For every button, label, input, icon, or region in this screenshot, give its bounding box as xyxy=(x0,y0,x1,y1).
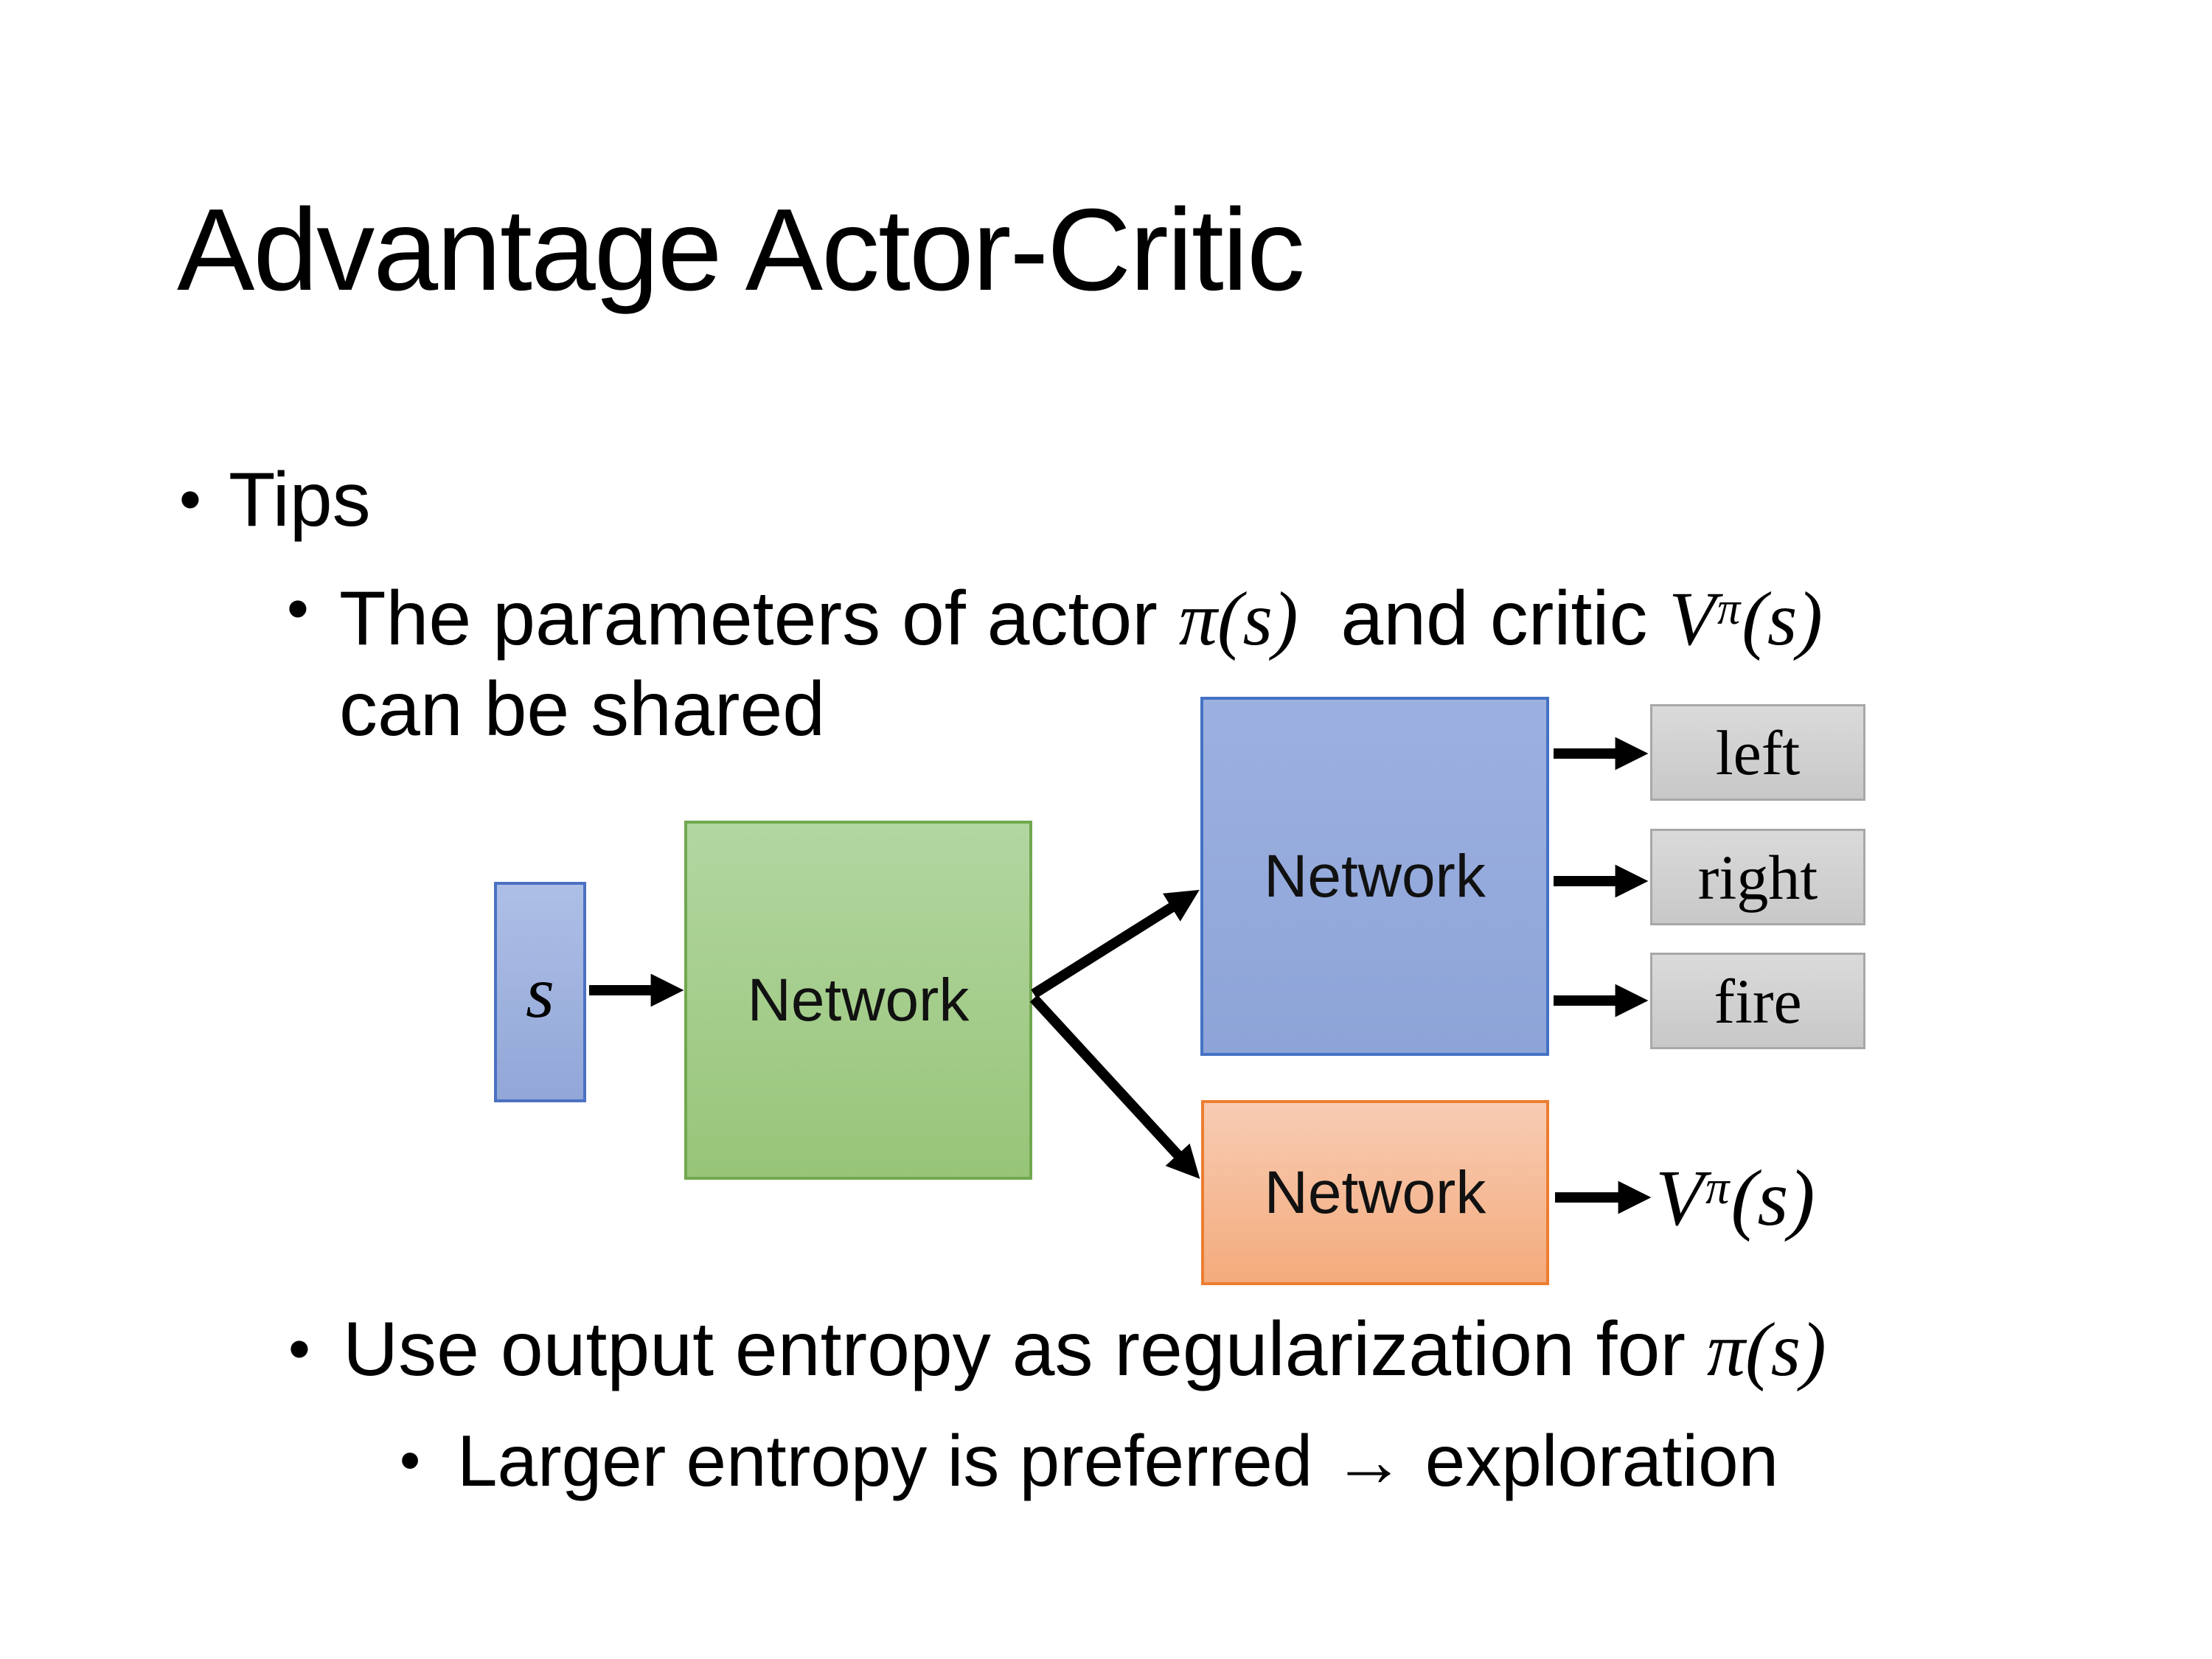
shared-params-line2: can be shared xyxy=(339,667,826,753)
math-v-pi-s: Vπ(s) xyxy=(1669,577,1823,661)
actor-network-label: Network xyxy=(1264,842,1486,910)
shared-network-box: Network xyxy=(684,821,1032,1180)
bullet-dot: • xyxy=(288,1314,310,1384)
actor-network-box: Network xyxy=(1200,697,1549,1056)
math-pi-s: π(s) xyxy=(1178,577,1298,662)
math-v: V xyxy=(1655,1155,1704,1242)
bullet-shared-params-text: The parameters of actor π(s) and critic … xyxy=(339,564,1823,754)
arrow-shared-to-actor xyxy=(1031,889,1200,998)
state-input-box: s xyxy=(494,882,586,1102)
output-right-label: right xyxy=(1697,841,1818,913)
bullet-dot: • xyxy=(400,1427,421,1494)
math-v: V xyxy=(1669,577,1716,662)
state-input-label: s xyxy=(526,951,554,1033)
slide-title: Advantage Actor-Critic xyxy=(177,185,1305,315)
bullet-larger-entropy-text: Larger entropy is preferred → exploratio… xyxy=(457,1420,1779,1501)
critic-network-box: Network xyxy=(1201,1100,1549,1285)
bullet-entropy-text: Use output entropy as regularization for… xyxy=(343,1304,1826,1395)
bullet-dot: • xyxy=(179,465,201,535)
bullet-shared-params: • The parameters of actor π(s) and criti… xyxy=(287,564,1823,754)
bullet-dot: • xyxy=(287,574,309,644)
value-output-label: Vπ(s) xyxy=(1655,1153,1815,1245)
bullet-tips: • Tips xyxy=(179,455,371,545)
output-fire-box: fire xyxy=(1650,953,1865,1049)
output-left-label: left xyxy=(1715,717,1801,788)
critic-network-label: Network xyxy=(1264,1158,1486,1226)
bullet-entropy-regularization: • Use output entropy as regularization f… xyxy=(288,1304,1826,1395)
bullet-larger-entropy: • Larger entropy is preferred → explorat… xyxy=(400,1418,1778,1503)
output-fire-label: fire xyxy=(1714,965,1802,1037)
output-left-box: left xyxy=(1650,704,1865,801)
shared-params-pre: The parameters of actor xyxy=(339,576,1179,662)
math-pi-superscript: π xyxy=(1705,1161,1730,1214)
shared-params-mid: and critic xyxy=(1298,576,1669,662)
arrow-shared-to-critic xyxy=(1029,995,1200,1179)
output-right-box: right xyxy=(1650,829,1865,925)
bullet-tips-label: Tips xyxy=(229,457,371,543)
math-paren-s: (s) xyxy=(1742,577,1823,662)
entropy-pre: Use output entropy as regularization for xyxy=(343,1307,1707,1392)
math-pi-s: π(s) xyxy=(1706,1307,1826,1392)
math-pi-superscript: π xyxy=(1717,583,1741,634)
shared-network-label: Network xyxy=(747,966,970,1034)
math-paren-s: (s) xyxy=(1731,1155,1815,1242)
